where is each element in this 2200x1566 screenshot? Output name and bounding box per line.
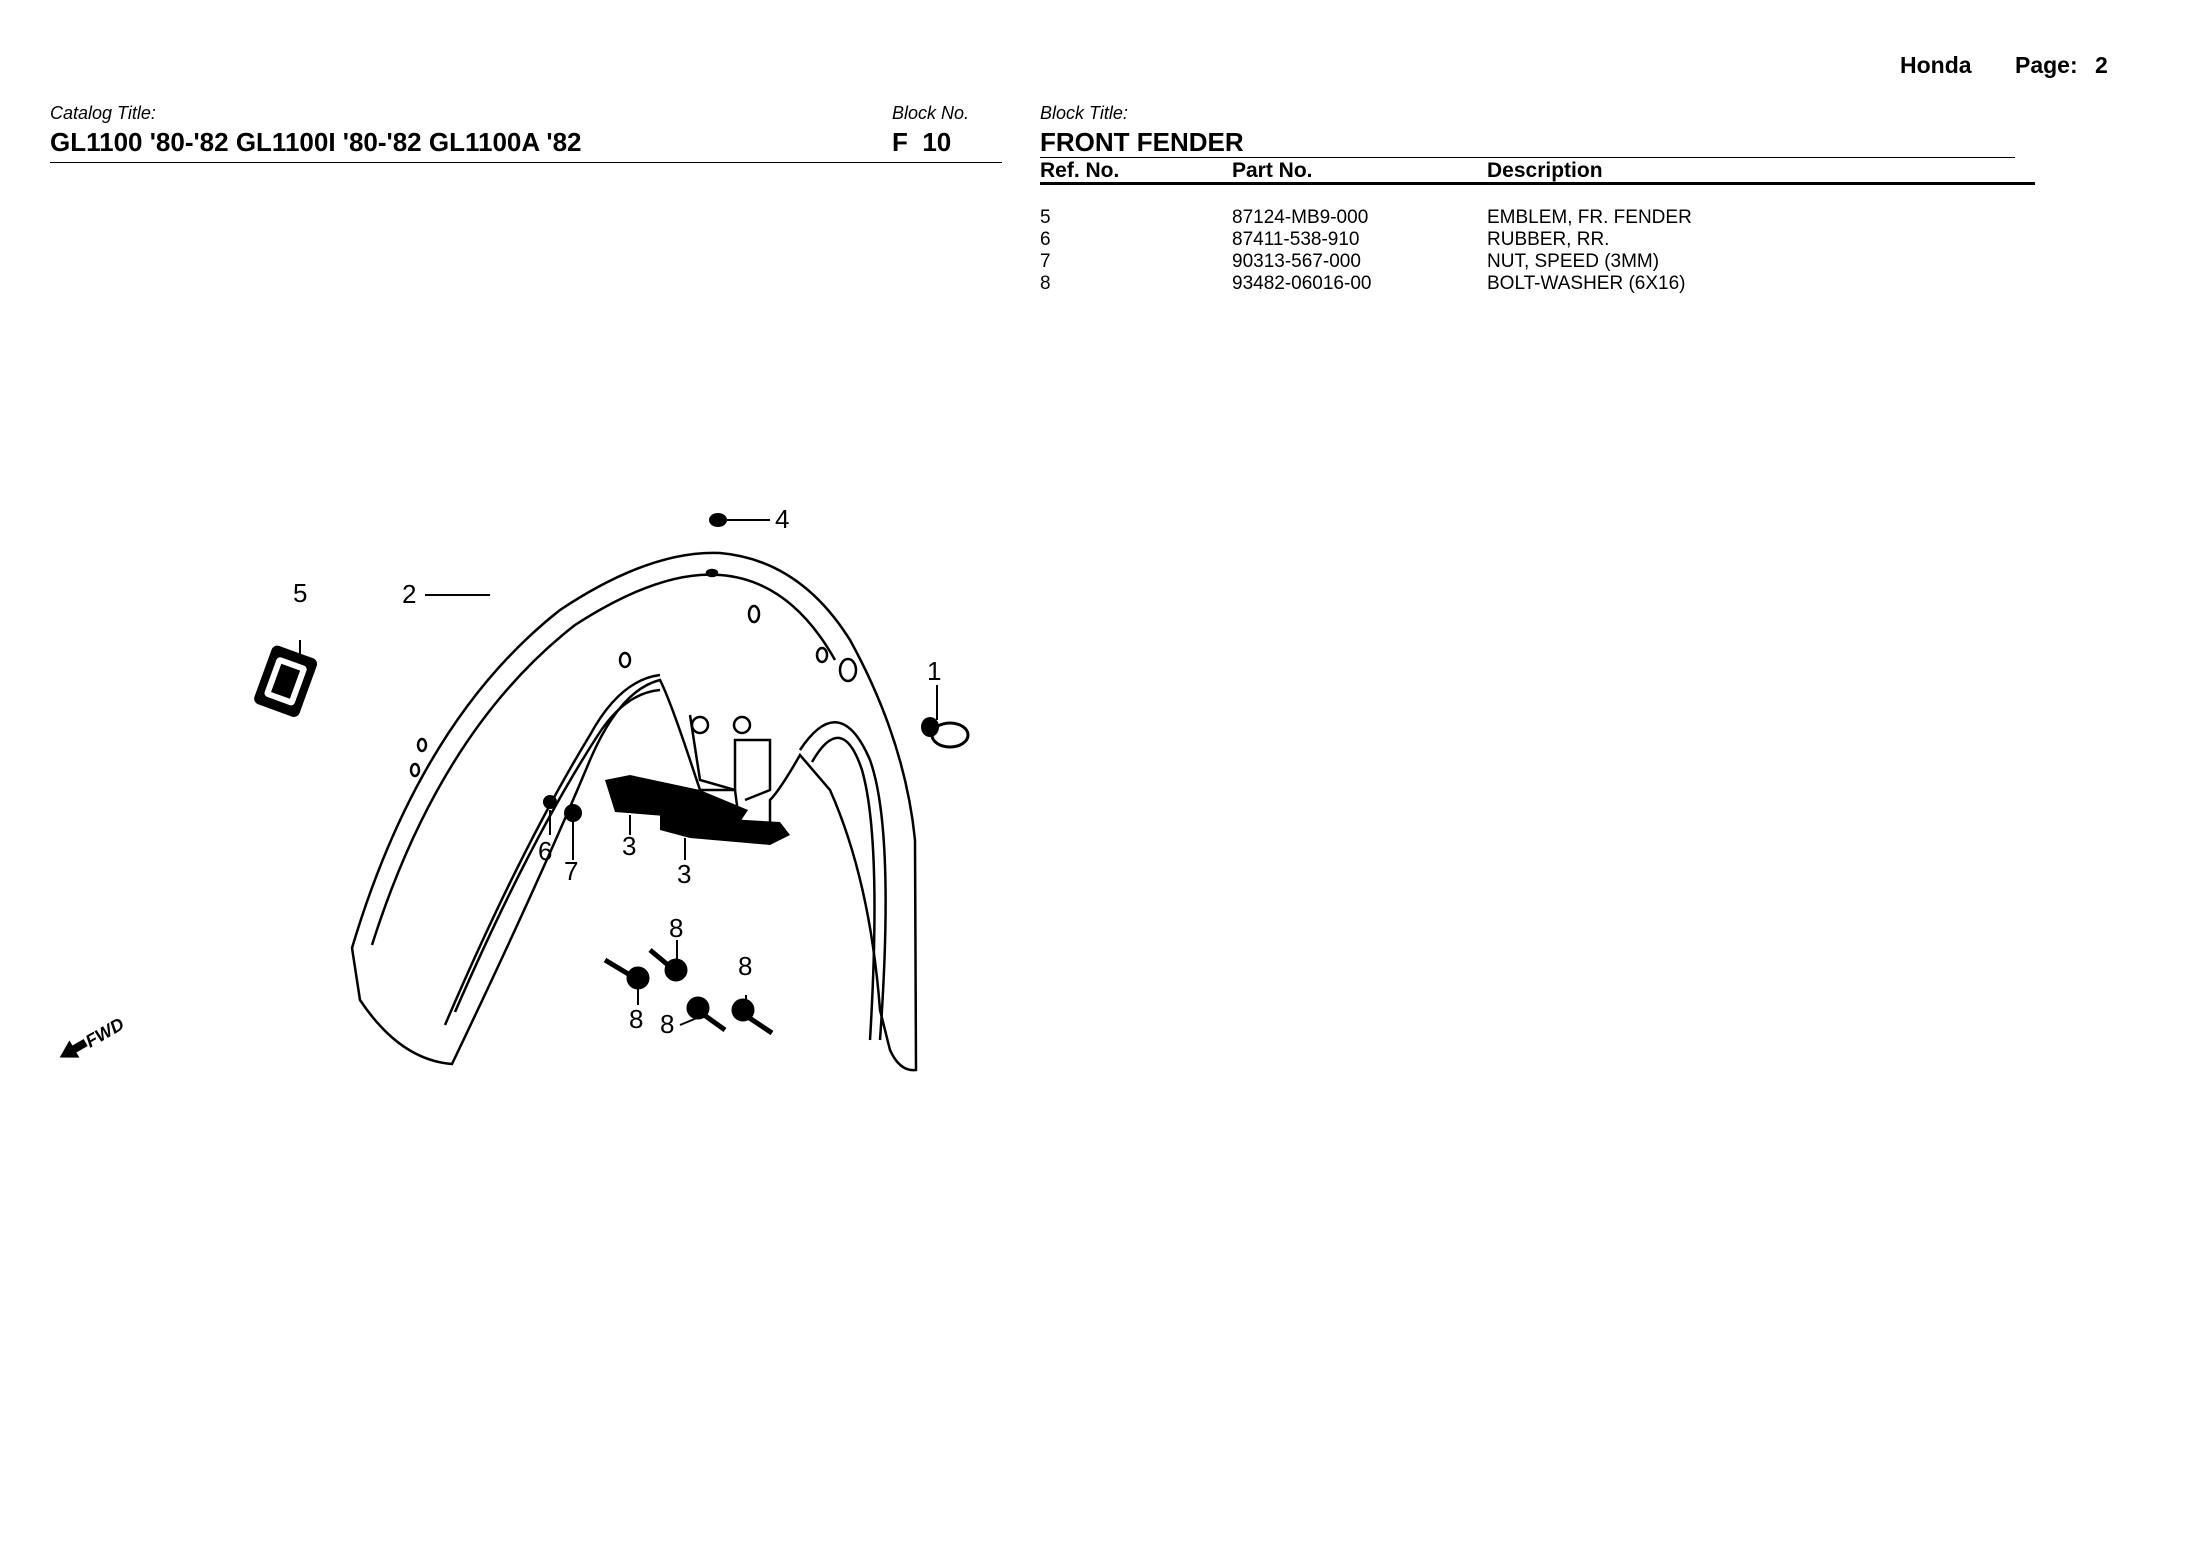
callout-1: 1 [927, 656, 941, 686]
speed-nut-part-7 [564, 804, 582, 822]
block-title: FRONT FENDER [1040, 127, 1244, 157]
callout-4: 4 [775, 504, 789, 534]
description: RUBBER, RR. [1487, 229, 1610, 250]
clip-parts-3 [605, 775, 790, 845]
part-no: 87411-538-910 [1232, 229, 1360, 250]
part-no: 87124-MB9-000 [1232, 207, 1369, 228]
col-description: Description [1487, 159, 1603, 182]
ref-no: 8 [1040, 273, 1051, 294]
front-fender-drawing [350, 551, 918, 1072]
col-part-no: Part No. [1232, 159, 1313, 182]
rubber-part-6 [543, 795, 557, 809]
callout-8: 8 [629, 1004, 643, 1034]
catalog-divider [50, 162, 1002, 163]
callout-5: 5 [293, 578, 307, 608]
catalog-title: GL1100 '80-'82 GL1100I '80-'82 GL1100A '… [50, 127, 582, 157]
emblem-part-5 [254, 645, 318, 717]
forward-arrow-icon: FWD [59, 1014, 128, 1058]
callout-6: 6 [538, 836, 552, 866]
brand-name: Honda [1900, 52, 1972, 78]
callout-3: 3 [677, 859, 691, 889]
grommet-part-4 [709, 513, 727, 527]
description: EMBLEM, FR. FENDER [1487, 207, 1692, 228]
description: BOLT-WASHER (6X16) [1487, 273, 1686, 294]
block-title-label: Block Title: [1040, 103, 1128, 123]
block-title-divider [1040, 157, 2015, 158]
page-label: Page: [2015, 52, 2078, 78]
ref-no: 7 [1040, 251, 1051, 272]
fwd-label: FWD [82, 1014, 127, 1052]
block-no: F 10 [892, 127, 952, 157]
col-ref-no: Ref. No. [1040, 159, 1120, 182]
callout-3: 3 [622, 831, 636, 861]
callout-2: 2 [402, 579, 416, 609]
part-no: 93482-06016-00 [1232, 273, 1372, 294]
catalog-title-label: Catalog Title: [50, 103, 156, 123]
description: NUT, SPEED (3MM) [1487, 251, 1660, 272]
callout-8: 8 [660, 1009, 674, 1039]
bolt-washers-part-8 [603, 948, 774, 1036]
ref-no: 5 [1040, 207, 1051, 228]
block-no-label: Block No. [892, 103, 970, 123]
ref-no: 6 [1040, 229, 1051, 250]
page-number: 2 [2095, 52, 2108, 78]
callout-7: 7 [564, 856, 578, 886]
part-1-fastener [921, 685, 970, 749]
part-no: 90313-567-000 [1232, 251, 1361, 272]
callout-8: 8 [738, 951, 752, 981]
callout-8: 8 [669, 913, 683, 943]
callout-labels: 1 2 3 3 4 5 6 7 8 8 8 8 8 [293, 504, 941, 1039]
header-rule [1040, 182, 2035, 185]
